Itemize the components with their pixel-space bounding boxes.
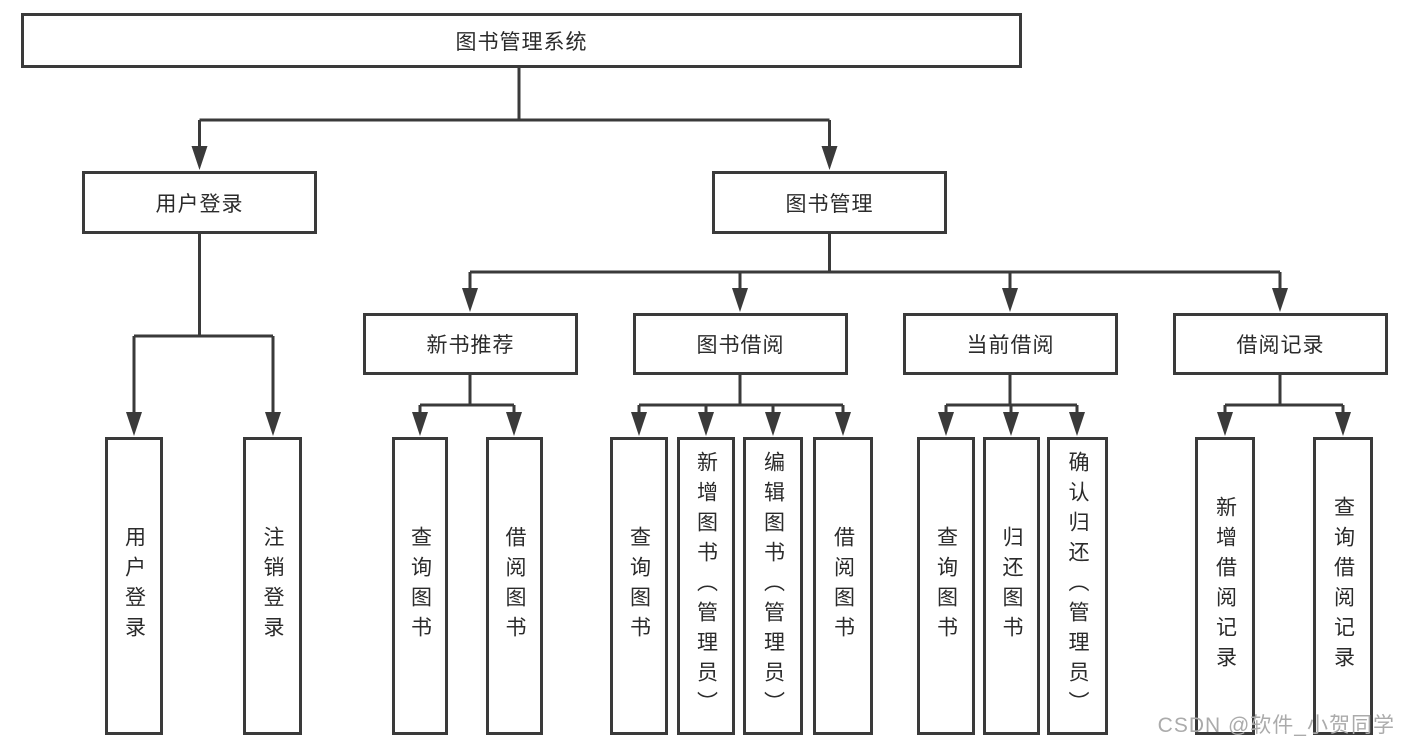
- node-confirm-return-admin: 确认归还（管理员）: [1047, 437, 1108, 735]
- node-query-books-3: 查询图书: [917, 437, 975, 735]
- arrowhead-icon: [126, 412, 142, 436]
- connector-current-borrow-children: [944, 375, 1079, 416]
- node-library-system: 图书管理系统: [21, 13, 1022, 68]
- arrowhead-icon: [191, 146, 208, 170]
- arrowhead-icon: [631, 412, 647, 436]
- connector-borrow-record-children: [1223, 375, 1345, 416]
- arrowhead-icon: [1003, 412, 1019, 436]
- node-add-book-admin: 新增图书（管理员）: [677, 437, 735, 735]
- node-add-borrow-record: 新增借阅记录: [1195, 437, 1255, 735]
- node-book-borrow: 图书借阅: [633, 313, 848, 375]
- arrowhead-icon: [462, 288, 478, 312]
- csdn-watermark: CSDN @软件_小贺同学: [1157, 714, 1395, 737]
- arrowhead-icon: [506, 412, 522, 436]
- node-label: 借阅图书: [831, 526, 855, 646]
- node-current-borrow: 当前借阅: [903, 313, 1118, 375]
- node-label: 注销登录: [261, 526, 284, 646]
- arrowhead-icon: [1335, 412, 1351, 436]
- node-return-book: 归还图书: [983, 437, 1040, 735]
- arrowhead-icon: [1272, 288, 1288, 312]
- node-label: 新书推荐: [426, 334, 515, 357]
- node-new-book-recommend: 新书推荐: [363, 313, 578, 375]
- arrowhead-icon: [1217, 412, 1233, 436]
- node-label: 归还图书: [1000, 526, 1023, 646]
- arrowhead-icon: [412, 412, 428, 436]
- node-label: 编辑图书（管理员）: [761, 451, 785, 721]
- arrowheads: [126, 146, 1351, 436]
- node-label: 用户登录: [155, 192, 244, 216]
- node-label: 查询图书: [934, 526, 958, 646]
- node-logout: 注销登录: [243, 437, 302, 735]
- node-label: 查询借阅记录: [1331, 496, 1355, 676]
- node-label: 用户登录: [122, 526, 146, 646]
- connector-root-to-level2: [198, 68, 831, 150]
- arrowhead-icon: [265, 412, 281, 436]
- node-book-management: 图书管理: [712, 171, 947, 234]
- arrowhead-icon: [1069, 412, 1085, 436]
- node-label: 当前借阅: [966, 334, 1055, 357]
- arrowhead-icon: [698, 412, 714, 436]
- node-label: 借阅图书: [503, 526, 526, 646]
- node-label: 图书管理: [785, 192, 874, 216]
- node-label: 查询图书: [408, 526, 432, 646]
- node-label: 确认归还（管理员）: [1066, 451, 1089, 721]
- node-user-login: 用户登录: [82, 171, 317, 234]
- node-edit-book-admin: 编辑图书（管理员）: [743, 437, 803, 735]
- arrowhead-icon: [1002, 288, 1018, 312]
- node-label: 新增图书（管理员）: [694, 451, 718, 721]
- node-borrow-records: 借阅记录: [1173, 313, 1388, 375]
- node-query-books-1: 查询图书: [392, 437, 448, 735]
- arrowhead-icon: [765, 412, 781, 436]
- arrowhead-icon: [732, 288, 748, 312]
- connector-user-login-children: [132, 234, 275, 416]
- node-label: 图书借阅: [696, 334, 785, 357]
- connector-new-book-children: [418, 375, 516, 416]
- node-label: 借阅记录: [1236, 334, 1325, 357]
- connector-book-borrow-children: [637, 375, 845, 416]
- node-label: 图书管理系统: [455, 30, 588, 54]
- arrowhead-icon: [938, 412, 954, 436]
- node-user-login-leaf: 用户登录: [105, 437, 163, 735]
- node-label: 查询图书: [627, 526, 651, 646]
- node-borrow-books-1: 借阅图书: [486, 437, 543, 735]
- node-borrow-books-2: 借阅图书: [813, 437, 873, 735]
- node-query-books-2: 查询图书: [610, 437, 668, 735]
- connector-book-mgmt-to-level3: [468, 234, 1282, 292]
- arrowhead-icon: [835, 412, 851, 436]
- node-query-borrow-record: 查询借阅记录: [1313, 437, 1373, 735]
- node-label: 新增借阅记录: [1213, 496, 1237, 676]
- arrowhead-icon: [821, 146, 838, 170]
